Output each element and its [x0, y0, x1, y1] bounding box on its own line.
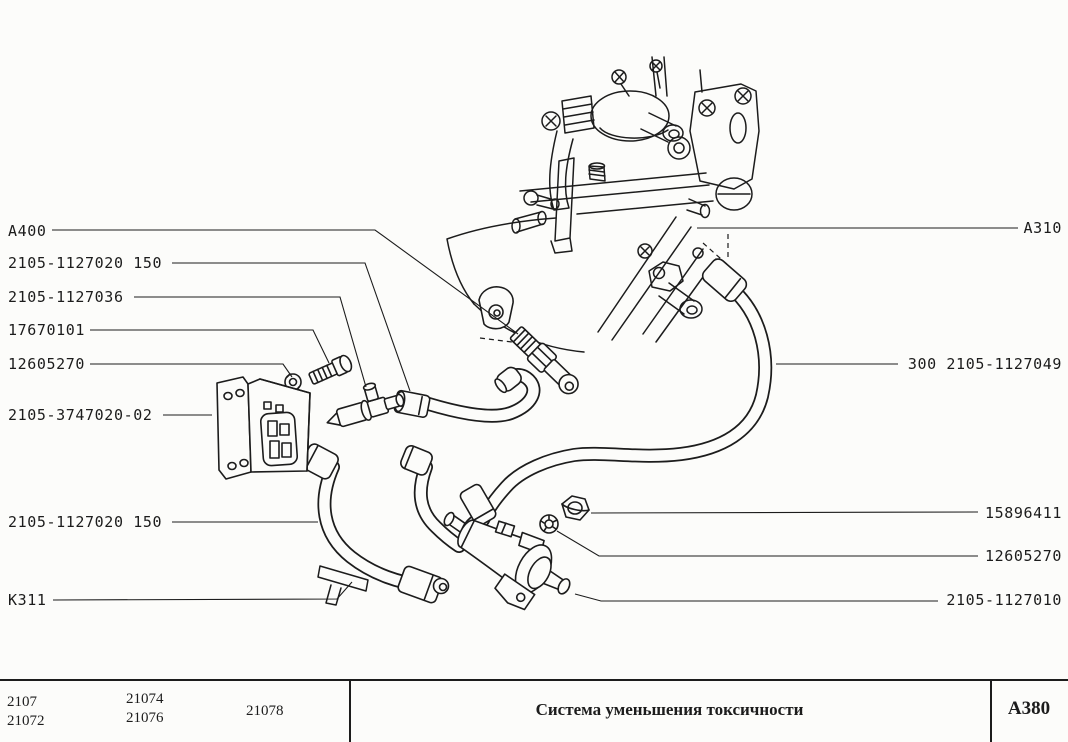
callout-relay: 2105-3747020-02 — [8, 406, 153, 424]
hose-elbow-piece — [413, 460, 466, 553]
callout-nut: 15896411 — [984, 504, 1062, 522]
callout-washer-right: 12605270 — [984, 547, 1062, 565]
model-21076: 21076 — [126, 710, 164, 726]
bolt-17670101 — [308, 354, 353, 385]
leader-lines — [52, 227, 1018, 602]
t-valve-1127036 — [326, 382, 405, 428]
callout-hose-150-lower: 2105-1127020 150 — [8, 513, 163, 531]
nut-15896411 — [561, 495, 590, 521]
callout-hose-049: 300 2105-1127049 — [907, 355, 1062, 373]
carburetor-assembly — [446, 56, 760, 353]
callout-k311: K311 — [8, 591, 47, 609]
callout-solenoid: 2105-1127010 — [946, 591, 1062, 609]
washer-left-12605270 — [284, 373, 302, 391]
washer-right-12605270 — [539, 514, 559, 534]
callout-a400: A400 — [8, 222, 47, 240]
model-21078: 21078 — [246, 703, 284, 719]
callout-bolt: 17670101 — [8, 321, 86, 339]
threaded-fitting-a400 — [509, 326, 579, 395]
model-21072: 21072 — [7, 713, 45, 729]
callout-valve-036: 2105-1127036 — [8, 288, 124, 306]
sheet-title: Система уменьшения токсичности — [535, 700, 804, 719]
model-2107: 2107 — [7, 694, 37, 710]
solenoid-valve-1127010 — [443, 511, 571, 611]
callout-washer-left: 12605270 — [8, 355, 86, 373]
model-21074: 21074 — [126, 691, 164, 707]
hose-lower-150 — [317, 460, 428, 592]
title-block: 2107 21072 21074 21076 21078 Система уме… — [0, 679, 1068, 742]
hose-ferrules — [300, 258, 748, 604]
callout-a310: A310 — [1023, 219, 1062, 237]
bracket-k311 — [317, 565, 369, 606]
table-divider — [990, 681, 992, 742]
assembly-dash-lines — [479, 234, 730, 343]
relay-unit-3747020 — [216, 376, 311, 480]
table-divider — [349, 681, 351, 742]
callout-hose-150-upper: 2105-1127020 150 — [8, 254, 163, 272]
sheet-code: A380 — [1007, 698, 1051, 719]
cone-boot — [478, 286, 514, 330]
